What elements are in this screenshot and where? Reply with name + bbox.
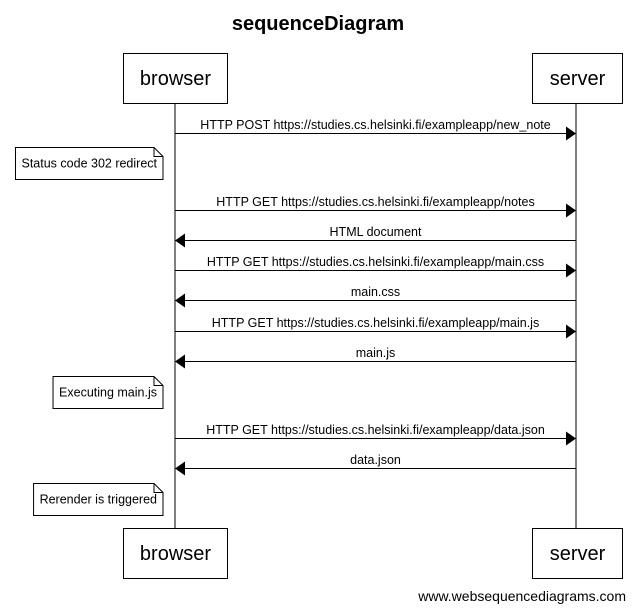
note-box (52, 376, 164, 409)
participant-label: server (550, 543, 606, 565)
message-3: HTML document (175, 225, 576, 248)
note-label: Status code 302 redirect (22, 157, 158, 171)
message-label: main.js (356, 346, 396, 360)
participant-server-bottom: server (532, 528, 623, 579)
arrowhead-icon (566, 431, 576, 446)
participant-box (532, 528, 623, 579)
arrowhead-icon (566, 203, 576, 218)
message-label: HTTP GET https://studies.cs.helsinki.fi/… (216, 195, 534, 209)
arrowhead-icon (566, 263, 576, 278)
message-6: HTTP GET https://studies.cs.helsinki.fi/… (175, 316, 576, 339)
message-label: HTTP GET https://studies.cs.helsinki.fi/… (212, 316, 539, 330)
credit-text: www.websequencediagrams.com (417, 588, 626, 604)
note-1: Status code 302 redirect (15, 147, 164, 180)
participant-box (123, 53, 228, 104)
participant-label: browser (140, 68, 211, 90)
message-label: HTML document (330, 225, 422, 239)
arrowhead-icon (175, 233, 185, 248)
events: HTTP POST https://studies.cs.helsinki.fi… (15, 118, 576, 516)
arrowhead-icon (175, 354, 185, 369)
message-label: HTTP POST https://studies.cs.helsinki.fi… (200, 118, 550, 132)
diagram-title: sequenceDiagram (232, 13, 404, 35)
message-5: main.css (175, 285, 576, 308)
message-2: HTTP GET https://studies.cs.helsinki.fi/… (175, 195, 576, 218)
lifelines (174, 103, 577, 528)
arrowhead-icon (566, 126, 576, 141)
message-9: HTTP GET https://studies.cs.helsinki.fi/… (175, 423, 576, 446)
participants: browser server browser server (123, 53, 623, 579)
message-10: data.json (175, 453, 576, 476)
message-label: HTTP GET https://studies.cs.helsinki.fi/… (207, 255, 544, 269)
participant-browser-bottom: browser (123, 528, 228, 579)
note-label: Rerender is triggered (40, 493, 157, 507)
participant-server-top: server (532, 53, 623, 104)
message-0: HTTP POST https://studies.cs.helsinki.fi… (175, 118, 576, 141)
note-11: Rerender is triggered (33, 483, 164, 516)
arrowhead-icon (175, 461, 185, 476)
note-label: Executing main.js (59, 386, 157, 400)
arrowhead-icon (566, 324, 576, 339)
participant-label: browser (140, 543, 211, 565)
message-label: main.css (351, 285, 400, 299)
message-label: data.json (350, 453, 401, 467)
participant-browser-top: browser (123, 53, 228, 104)
note-8: Executing main.js (52, 376, 164, 409)
participant-box (532, 53, 623, 104)
message-7: main.js (175, 346, 576, 369)
message-label: HTTP GET https://studies.cs.helsinki.fi/… (206, 423, 545, 437)
note-box (15, 147, 164, 180)
message-4: HTTP GET https://studies.cs.helsinki.fi/… (175, 255, 576, 278)
participant-label: server (550, 68, 606, 90)
note-box (33, 483, 164, 516)
arrowhead-icon (175, 293, 185, 308)
participant-box (123, 528, 228, 579)
